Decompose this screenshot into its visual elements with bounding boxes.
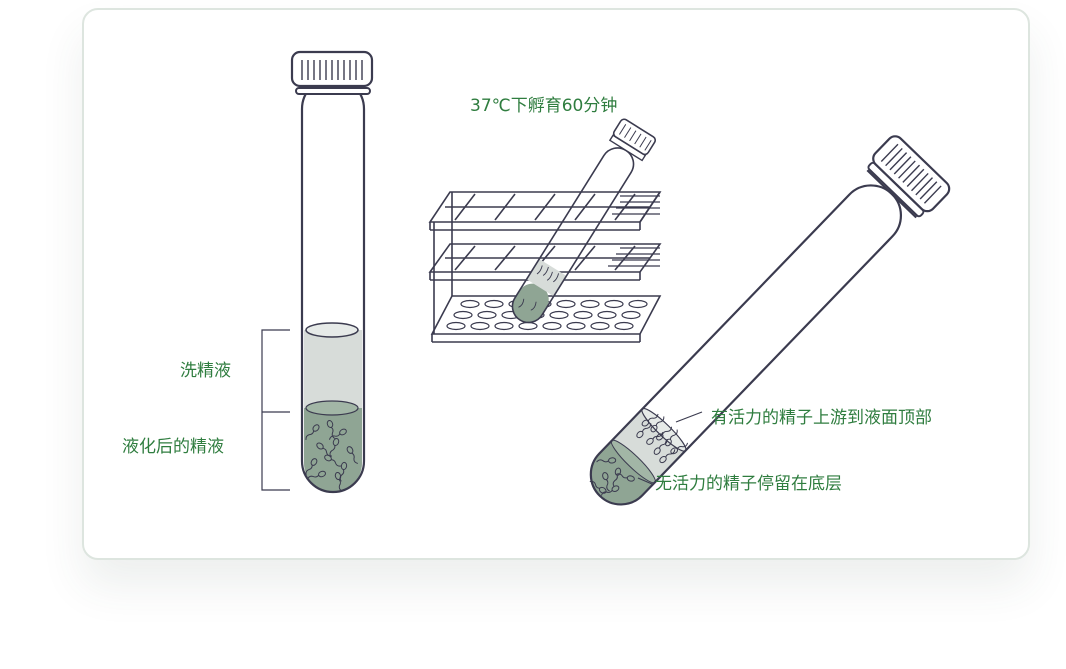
- upright-test-tube: [290, 50, 374, 494]
- cap-ridges: [301, 60, 363, 80]
- tube-in-rack: [511, 118, 657, 324]
- inactive-sperm-label: 无活力的精子停留在底层: [655, 474, 842, 494]
- leader-lines: [637, 411, 703, 485]
- test-tube-rack: [428, 191, 662, 343]
- washing-fluid-label: 洗精液: [180, 361, 231, 381]
- layer-brackets: [261, 329, 290, 491]
- active-sperm-label: 有活力的精子上游到液面顶部: [711, 408, 932, 428]
- diagonal-test-tube: [578, 135, 951, 517]
- incubation-label: 37℃下孵育60分钟: [470, 96, 618, 116]
- liquefied-semen-label: 液化后的精液: [122, 437, 224, 457]
- rack-holes: [446, 299, 648, 331]
